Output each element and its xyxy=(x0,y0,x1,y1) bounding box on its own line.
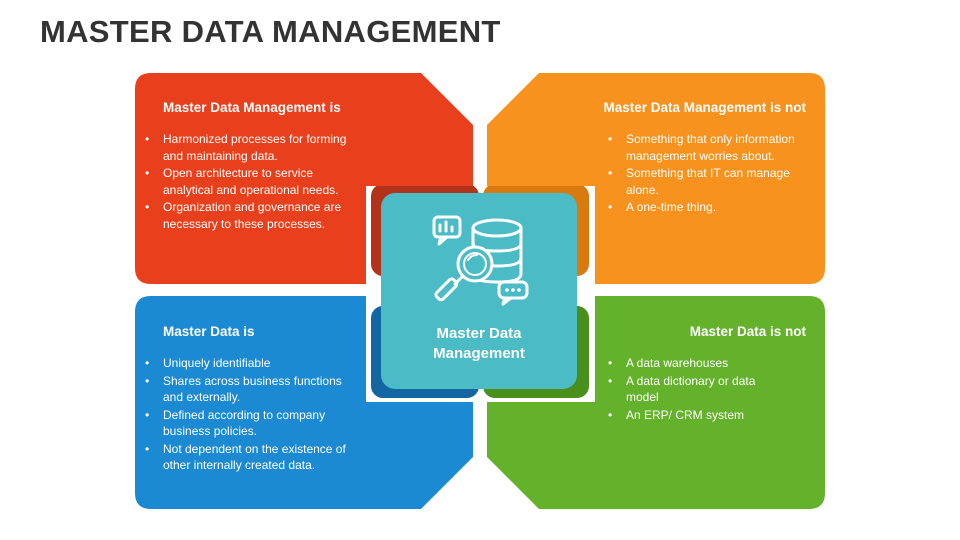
list-item: A one-time thing. xyxy=(606,199,818,216)
page-title: MASTER DATA MANAGEMENT xyxy=(40,14,501,49)
list-item: Open architecture to service analytical … xyxy=(143,165,361,198)
list-item: Something that only information manageme… xyxy=(606,131,818,164)
center-label-line2: Management xyxy=(433,345,525,362)
list-item: Not dependent on the existence of other … xyxy=(143,441,361,474)
panel-top-right-heading: Master Data Management is not xyxy=(603,100,806,115)
panel-top-right: Master Data Management is not Something … xyxy=(588,100,818,217)
panel-top-left: Master Data Management is Harmonized pro… xyxy=(143,100,361,233)
database-search-icon xyxy=(432,215,529,306)
center-label-line1: Master Data xyxy=(436,325,522,342)
panel-bottom-right-list: A data warehouses A data dictionary or d… xyxy=(588,355,786,423)
panel-top-right-list: Something that only information manageme… xyxy=(588,131,818,216)
center-box xyxy=(381,193,577,389)
list-item: A data dictionary or data model xyxy=(606,373,786,406)
list-item: An ERP/ CRM system xyxy=(606,407,786,424)
list-item: Shares across business functions and ext… xyxy=(143,373,361,406)
list-item: Organization and governance are necessar… xyxy=(143,199,361,232)
list-item: Uniquely identifiable xyxy=(143,355,361,372)
panel-bottom-right-heading: Master Data is not xyxy=(689,324,806,339)
panel-top-left-list: Harmonized processes for forming and mai… xyxy=(143,131,361,232)
list-item: Defined according to company business po… xyxy=(143,407,361,440)
panel-bottom-left: Master Data is Uniquely identifiable Sha… xyxy=(143,324,361,475)
panel-top-left-heading: Master Data Management is xyxy=(163,100,341,115)
panel-bottom-left-heading: Master Data is xyxy=(163,324,255,339)
list-item: A data warehouses xyxy=(606,355,786,372)
center-label: Master Data Management xyxy=(381,324,577,364)
panel-bottom-left-list: Uniquely identifiable Shares across busi… xyxy=(143,355,361,474)
panel-bottom-right: Master Data is not A data warehouses A d… xyxy=(588,324,818,424)
list-item: Harmonized processes for forming and mai… xyxy=(143,131,361,164)
list-item: Something that IT can manage alone. xyxy=(606,165,818,198)
